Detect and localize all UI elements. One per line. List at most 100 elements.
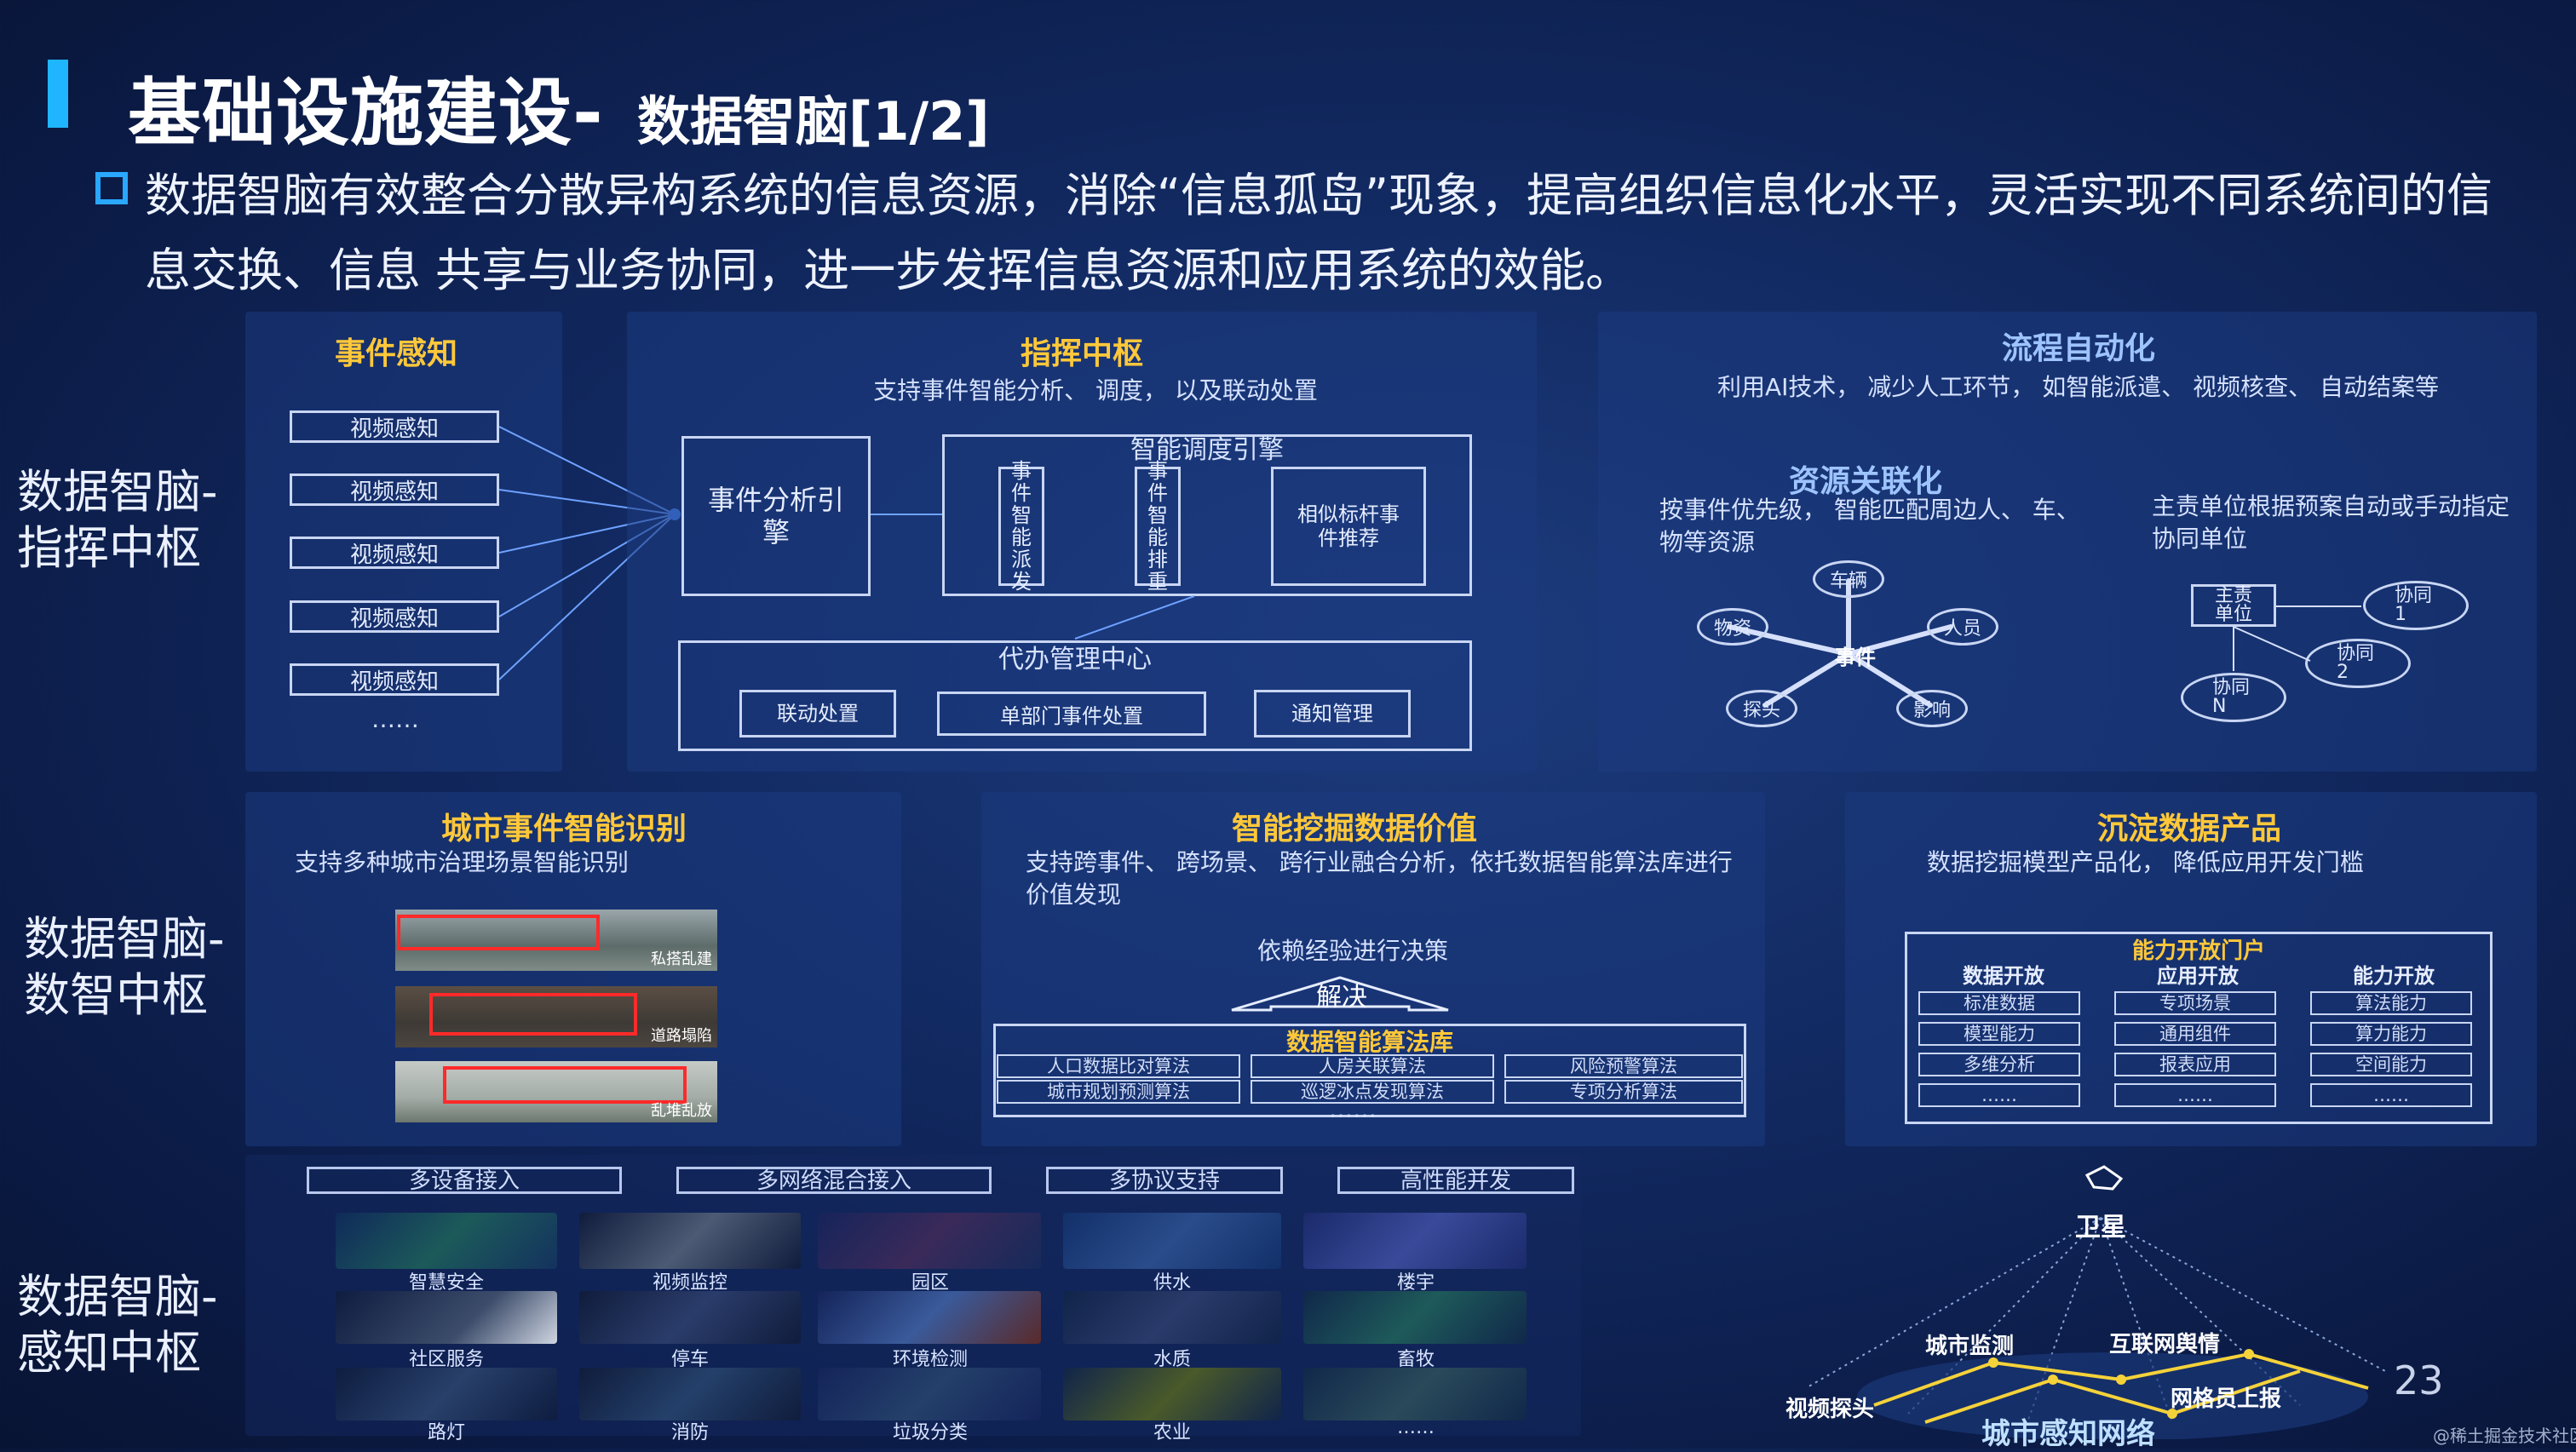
algo-item-6: 专项分析算法 [1504, 1080, 1743, 1104]
dashboard-label-2: 视频监控 [652, 1272, 727, 1294]
portal-col3-item3: 空间能力 [2310, 1053, 2472, 1076]
algo-item-3: 风险预警算法 [1504, 1054, 1743, 1078]
portal-col2-head: 应用开放 [2157, 964, 2239, 988]
main-unit-box: 主责单位 [2191, 584, 2276, 627]
dashboard-label-10: 畜牧 [1396, 1349, 1435, 1370]
perception-network-diagram [1805, 1165, 2386, 1439]
event-more: …… [371, 705, 419, 733]
product-panel [1845, 792, 2537, 1146]
scene-photo-3: 乱堆乱放 [395, 1061, 717, 1122]
detection-box-3 [443, 1066, 687, 1104]
photo-label-3: 乱堆乱放 [651, 1102, 712, 1120]
solve-label: 解决 [1316, 983, 1367, 1013]
portal-col3-head: 能力开放 [2353, 964, 2435, 988]
dashboard-thumb-2[interactable] [579, 1213, 801, 1269]
portal-box [1905, 932, 2493, 1124]
dashboard-thumb-15[interactable] [1303, 1368, 1527, 1420]
detection-box-2 [429, 993, 637, 1036]
row-label-datacenter: 数据智脑- 数智中枢 [24, 912, 225, 1022]
dashboard-label-11: 路灯 [427, 1422, 465, 1443]
command-desc: 支持事件智能分析、 调度， 以及联动处置 [873, 376, 1318, 405]
coop-node-n: 协同N [2181, 673, 2286, 722]
network-bottom-title: 城市感知网络 [1981, 1417, 2155, 1451]
agent-notify-mgmt: 通知管理 [1254, 690, 1411, 737]
page-subtitle: 数据智脑[1/2] [637, 90, 990, 152]
flow-title: 流程自动化 [2001, 331, 2155, 366]
dashboard-label-1: 智慧安全 [408, 1272, 484, 1294]
event-item-2: 视频感知 [290, 473, 499, 506]
agent-single-dept: 单部门事件处置 [937, 692, 1206, 736]
tag-multi-protocol: 多协议支持 [1046, 1167, 1283, 1194]
coop-node-2: 协同2 [2305, 639, 2411, 688]
dashboard-label-15: …… [1397, 1417, 1435, 1438]
dashboard-label-4: 供水 [1153, 1272, 1191, 1294]
portal-col2-item3: 报表应用 [2114, 1053, 2276, 1076]
portal-col1-item4: …… [1918, 1083, 2080, 1107]
portal-col1-item2: 模型能力 [1918, 1022, 2080, 1046]
product-desc: 数据挖掘模型产品化， 降低应用开发门槛 [1927, 848, 2364, 876]
intro-paragraph: 数据智脑有效整合分散异构系统的信息资源，消除“信息孤岛”现象，提高组织信息化水平… [145, 169, 2493, 297]
portal-col2-item1: 专项场景 [2114, 991, 2276, 1015]
algo-item-2: 人房关联算法 [1251, 1054, 1494, 1078]
mining-panel [981, 792, 1765, 1146]
dashboard-thumb-1[interactable] [336, 1213, 557, 1269]
algo-library-box [993, 1024, 1746, 1117]
dispatch-engine-box [942, 434, 1472, 596]
detection-box-1 [397, 915, 600, 950]
tag-multi-device: 多设备接入 [307, 1167, 622, 1194]
event-title: 事件感知 [334, 336, 457, 371]
dashboard-label-13: 垃圾分类 [892, 1422, 968, 1443]
dashboard-thumb-6[interactable] [336, 1291, 557, 1344]
command-title: 指挥中枢 [1020, 336, 1143, 371]
flow-desc: 利用AI技术， 减少人工环节， 如智能派遣、 视频核查、 自动结案等 [1717, 373, 2440, 401]
mining-decision: 依赖经验进行决策 [1256, 937, 1448, 965]
coop-arrows [2233, 605, 2361, 671]
dashboard-thumb-13[interactable] [818, 1368, 1041, 1420]
coop-node-1: 协同1 [2363, 581, 2469, 630]
tag-high-concurrency: 高性能并发 [1337, 1167, 1574, 1194]
star-node-people: 人员 [1927, 608, 1998, 646]
dashboard-thumb-14[interactable] [1063, 1368, 1281, 1420]
dispatch-item-distribute: 事件智能派发 [998, 460, 1044, 593]
network-label-monitor: 城市监测 [1925, 1334, 2015, 1359]
dashboard-label-12: 消防 [670, 1422, 709, 1443]
mining-title: 智能挖掘数据价值 [1231, 812, 1477, 847]
dashboard-thumb-11[interactable] [336, 1368, 557, 1420]
dispatch-engine-title: 智能调度引擎 [1130, 435, 1284, 465]
unit-desc: 主责单位根据预案自动或手动指定协同单位 [2152, 492, 2510, 553]
portal-col3-item4: …… [2310, 1083, 2472, 1107]
dashboard-label-8: 环境检测 [892, 1349, 968, 1370]
portal-col2-item4: …… [2114, 1083, 2276, 1107]
dashboard-thumb-9[interactable] [1063, 1291, 1281, 1344]
page-number: 23 [2394, 1357, 2444, 1403]
star-hub-event: 事件 [1835, 646, 1876, 669]
dashboard-thumb-12[interactable] [579, 1368, 801, 1420]
scene-photo-2: 道路塌陷 [395, 986, 717, 1047]
dashboard-thumb-10[interactable] [1303, 1291, 1527, 1344]
event-analysis-engine: 事件分析引擎 [681, 436, 871, 596]
dashboard-label-7: 停车 [670, 1349, 709, 1370]
portal-col1-item3: 多维分析 [1918, 1053, 2080, 1076]
star-node-vehicle: 车辆 [1813, 560, 1884, 598]
row-label-command: 数据智脑- 指挥中枢 [17, 465, 218, 575]
portal-col3-item2: 算力能力 [2310, 1022, 2472, 1046]
row-label-perception: 数据智脑- 感知中枢 [17, 1270, 218, 1380]
algo-item-5: 巡逻冰点发现算法 [1251, 1080, 1494, 1104]
portal-col2-item2: 通用组件 [2114, 1022, 2276, 1046]
title-accent-bar [48, 60, 68, 128]
event-item-4: 视频感知 [290, 600, 499, 633]
dashboard-thumb-8[interactable] [818, 1291, 1041, 1344]
agent-center-box [678, 640, 1472, 751]
dashboard-thumb-3[interactable] [818, 1213, 1041, 1269]
dashboard-thumb-7[interactable] [579, 1291, 801, 1344]
algo-item-1: 人口数据比对算法 [997, 1054, 1240, 1078]
dashboard-thumb-4[interactable] [1063, 1213, 1281, 1269]
network-label-camera: 视频探头 [1785, 1397, 1875, 1422]
portal-col1-item1: 标准数据 [1918, 991, 2080, 1015]
photo-label-2: 道路塌陷 [651, 1027, 712, 1045]
dashboard-thumb-5[interactable] [1303, 1213, 1527, 1269]
algo-item-4: 城市规划预测算法 [997, 1080, 1240, 1104]
scene-photo-1: 私搭乱建 [395, 910, 717, 971]
dispatch-item-recommend: 相似标杆事件推荐 [1271, 467, 1426, 586]
dashboard-label-5: 楼宇 [1396, 1272, 1435, 1294]
